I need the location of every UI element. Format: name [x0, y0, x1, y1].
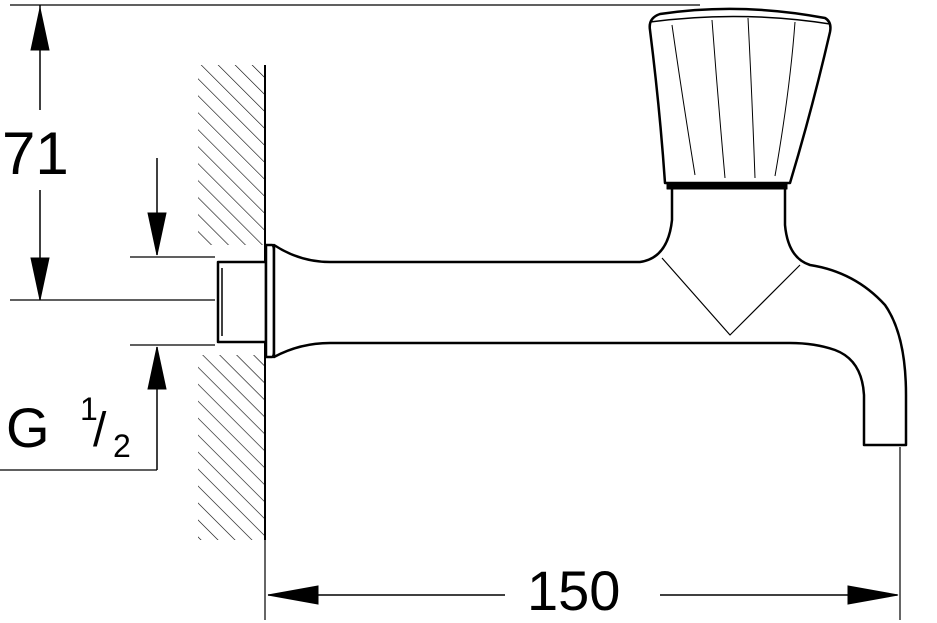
arrow-down-icon	[30, 257, 50, 301]
width-dimension-line	[264, 447, 901, 620]
arrow-left-icon	[267, 585, 319, 605]
thread-size-slash: /	[93, 404, 107, 457]
thread-size-denominator: 2	[113, 428, 131, 464]
wall-hatching	[198, 65, 266, 540]
height-dimension-line	[10, 4, 700, 301]
height-dimension-label: 71	[2, 120, 69, 187]
faucet-body	[216, 7, 908, 447]
arrow-up-icon	[147, 346, 167, 390]
width-dimension-label: 150	[527, 559, 621, 622]
thread-size-letter: G	[6, 396, 50, 459]
arrow-down-icon	[147, 212, 167, 256]
arrow-up-icon	[30, 7, 50, 51]
arrow-right-icon	[847, 585, 899, 605]
thread-dimension-line	[0, 158, 215, 471]
thread-size-numerator: 1	[80, 391, 98, 427]
